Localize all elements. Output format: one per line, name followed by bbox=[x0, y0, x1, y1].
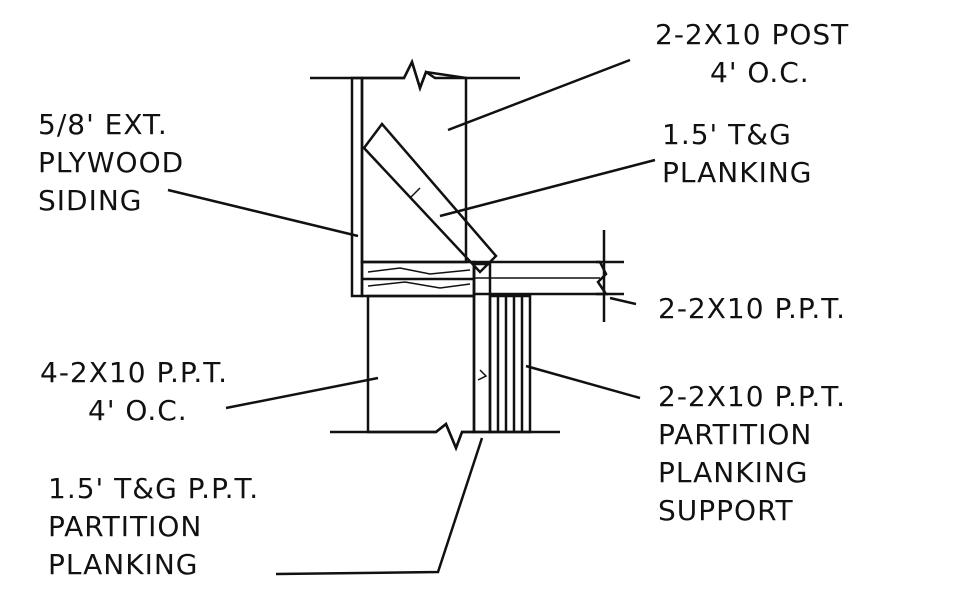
label-siding-line3: SIDING bbox=[38, 184, 143, 217]
joist-grain-2 bbox=[367, 281, 471, 289]
leader-ppt4 bbox=[225, 376, 379, 410]
label-support-line1: 2-2X10 P.P.T. bbox=[658, 380, 846, 413]
support-stripes bbox=[496, 296, 524, 432]
leader-joist bbox=[609, 296, 637, 306]
partition-planking-mark bbox=[477, 369, 488, 381]
leader-siding bbox=[167, 188, 359, 238]
label-support: 2-2X10 P.P.T. PARTITION PLANKING SUPPORT bbox=[658, 380, 856, 527]
label-post: 2-2X10 POST 4' O.C. bbox=[655, 18, 859, 89]
label-joist: 2-2X10 P.P.T. bbox=[658, 292, 846, 325]
leader-partition bbox=[275, 437, 484, 576]
label-partition-line3: PLANKING bbox=[48, 548, 199, 581]
label-ppt4-line2: 4' O.C. bbox=[88, 394, 188, 427]
label-siding-line2: PLYWOOD bbox=[38, 146, 184, 179]
leader-post bbox=[447, 58, 631, 132]
joist-break-tick-a bbox=[596, 260, 624, 296]
label-planking-line1: 1.5' T&G bbox=[662, 118, 792, 151]
joist-grain-1 bbox=[367, 267, 471, 275]
lower-post bbox=[366, 294, 476, 452]
label-partition-line2: PARTITION bbox=[48, 510, 202, 543]
partition-planking bbox=[472, 262, 492, 434]
label-post-line2: 4' O.C. bbox=[710, 56, 810, 89]
plywood-siding bbox=[350, 76, 364, 298]
label-siding-line1: 5/8' EXT. bbox=[38, 108, 168, 141]
label-planking: 1.5' T&G PLANKING bbox=[662, 118, 813, 189]
bottom-break-line bbox=[330, 421, 560, 452]
label-ppt4-line1: 4-2X10 P.P.T. bbox=[40, 356, 228, 389]
label-post-line1: 2-2X10 POST bbox=[655, 18, 849, 51]
planking-joint-mark bbox=[409, 187, 421, 199]
label-ppt4: 4-2X10 P.P.T. 4' O.C. bbox=[40, 356, 238, 427]
top-break-line bbox=[310, 58, 520, 92]
diagonal-planking bbox=[362, 122, 498, 274]
label-siding: 5/8' EXT. PLYWOOD SIDING bbox=[38, 108, 194, 217]
leader-planking bbox=[439, 158, 656, 218]
label-planking-line2: PLANKING bbox=[662, 156, 813, 189]
label-partition: 1.5' T&G P.P.T. PARTITION PLANKING bbox=[48, 472, 269, 581]
label-support-line2: PARTITION bbox=[658, 418, 812, 451]
label-support-line4: SUPPORT bbox=[658, 494, 794, 527]
leader-support bbox=[525, 364, 641, 400]
label-support-line3: PLANKING bbox=[658, 456, 809, 489]
label-partition-line1: 1.5' T&G P.P.T. bbox=[48, 472, 259, 505]
partition-support bbox=[488, 294, 532, 434]
